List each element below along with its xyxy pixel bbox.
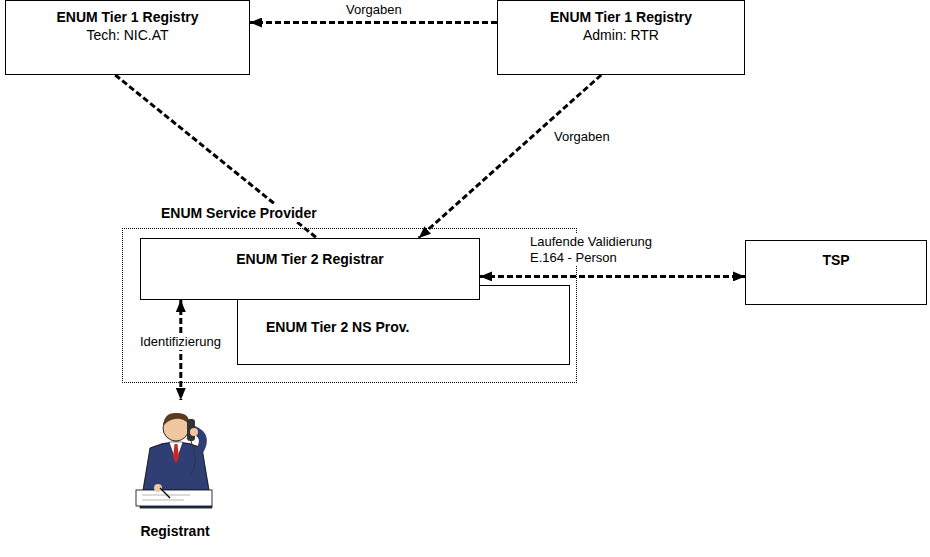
node-title: ENUM Tier 2 NS Prov. (266, 318, 563, 336)
node-subtitle: Tech: NIC.AT (12, 26, 243, 44)
edge-label: Identifizierung (138, 334, 223, 350)
node-title: ENUM Tier 1 Registry (504, 8, 738, 26)
node-title: Registrant (120, 522, 230, 540)
edge-label: Vorgaben (344, 2, 404, 18)
registry-box: ENUM Tier 1 RegistryAdmin: RTR (497, 0, 745, 75)
dashed-connector (419, 75, 601, 238)
node-title: TSP (752, 251, 920, 269)
person-illustration (130, 404, 224, 516)
registry-box: ENUM Tier 1 RegistryTech: NIC.AT (5, 0, 250, 75)
dashed-connector (250, 21, 497, 24)
edge-label: Vorgaben (552, 129, 612, 145)
node-subtitle: Admin: RTR (504, 26, 738, 44)
tsp-box: TSP (745, 240, 927, 305)
node-title: ENUM Tier 1 Registry (12, 8, 243, 26)
node-title: ENUM Tier 2 Registrar (147, 250, 473, 268)
registrar-box: ENUM Tier 2 Registrar (140, 238, 480, 300)
provider-group: ENUM Service ProviderENUM Tier 2 Registr… (122, 228, 577, 383)
registrant-figure: Registrant (120, 400, 230, 540)
node-title: ENUM Service Provider (159, 204, 319, 222)
edge-label: Laufende Validierung E.164 - Person (528, 234, 682, 266)
dashed-connector (179, 300, 182, 400)
dashed-connector (480, 275, 745, 278)
